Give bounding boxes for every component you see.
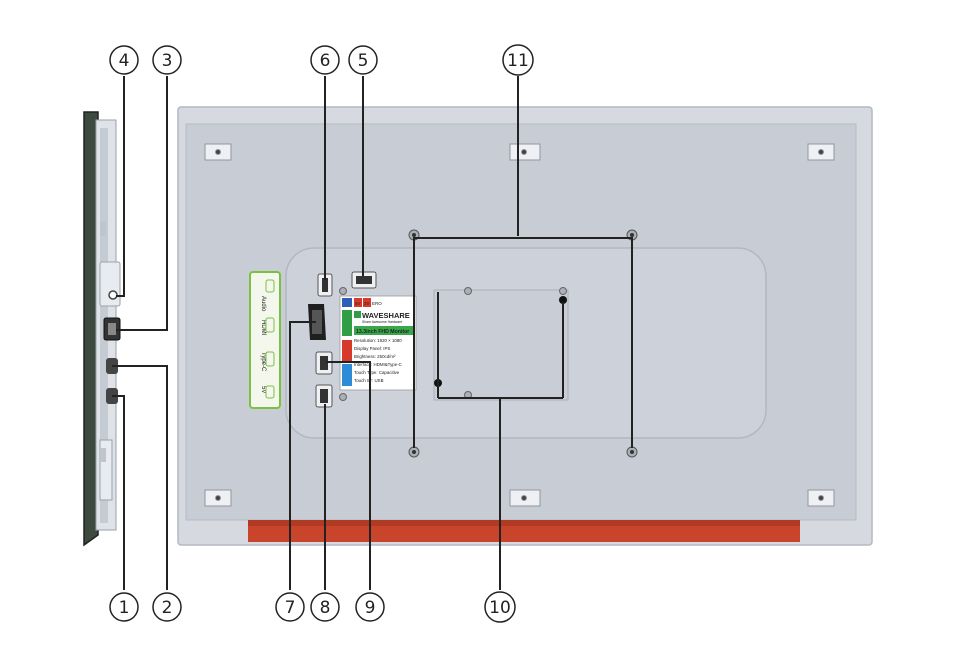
svg-text:2: 2 [162,598,173,618]
back-panel [177,106,873,546]
svg-text:1: 1 [119,598,130,618]
svg-text:8: 8 [320,598,331,618]
spec-brightness: Brightness: 250cd/m² [354,354,396,359]
svg-text:10: 10 [489,598,511,618]
spec-interface: Interface: HDMI&Type-C [354,362,402,367]
callouts: 4 3 6 5 11 1 2 7 [109,44,534,623]
brand-name: WAVESHARE [362,311,410,320]
badge-5v: 5V [355,301,361,306]
svg-text:11: 11 [507,51,529,71]
side-label-typec: Type-C [260,352,266,372]
svg-text:3: 3 [162,51,173,71]
product-label: 5V 3V ERO WAVESHARE Share Awesome Hardwa… [339,295,417,391]
rear-ports [308,271,377,408]
side-label-hdmi: HDMI [260,320,266,336]
side-profile [83,111,121,547]
spec-panel: Display Panel: IPS [354,346,390,351]
badge-ero: ERO [372,301,382,306]
callout-10: 10 [484,591,516,623]
svg-text:6: 6 [320,51,331,71]
side-label-audio: Audio [260,296,266,312]
spec-touch-type: Touch Type: Capacitive [354,370,400,375]
brand-tagline: Share Awesome Hardware [362,320,402,324]
callout-6: 6 [310,45,340,75]
badge-3v: 3V [364,301,370,306]
callout-4: 4 [109,45,139,75]
vesa-75-square [433,289,569,401]
callout-11: 11 [502,44,534,76]
svg-text:5: 5 [358,51,369,71]
callout-5: 5 [348,45,378,75]
callout-9: 9 [355,592,385,622]
callout-2: 2 [152,592,182,622]
spec-resolution: Resolution: 1920 × 1080 [354,338,402,343]
callout-1: 1 [109,592,139,622]
model-name: 13.3inch FHD Monitor [356,329,409,335]
spec-touch-if: Touch I/F: USB [354,378,384,383]
callout-7: 7 [275,592,305,622]
svg-text:7: 7 [285,598,296,618]
audio-jack-side [108,290,118,300]
leader-lines [112,76,633,590]
side-label-5v: 5V [260,386,266,393]
side-port-label: Audio HDMI Type-C 5V [249,271,281,409]
waveshare-logo [354,311,361,318]
callout-3: 3 [152,45,182,75]
svg-text:4: 4 [119,51,130,71]
callout-8: 8 [310,592,340,622]
svg-text:9: 9 [365,598,376,618]
